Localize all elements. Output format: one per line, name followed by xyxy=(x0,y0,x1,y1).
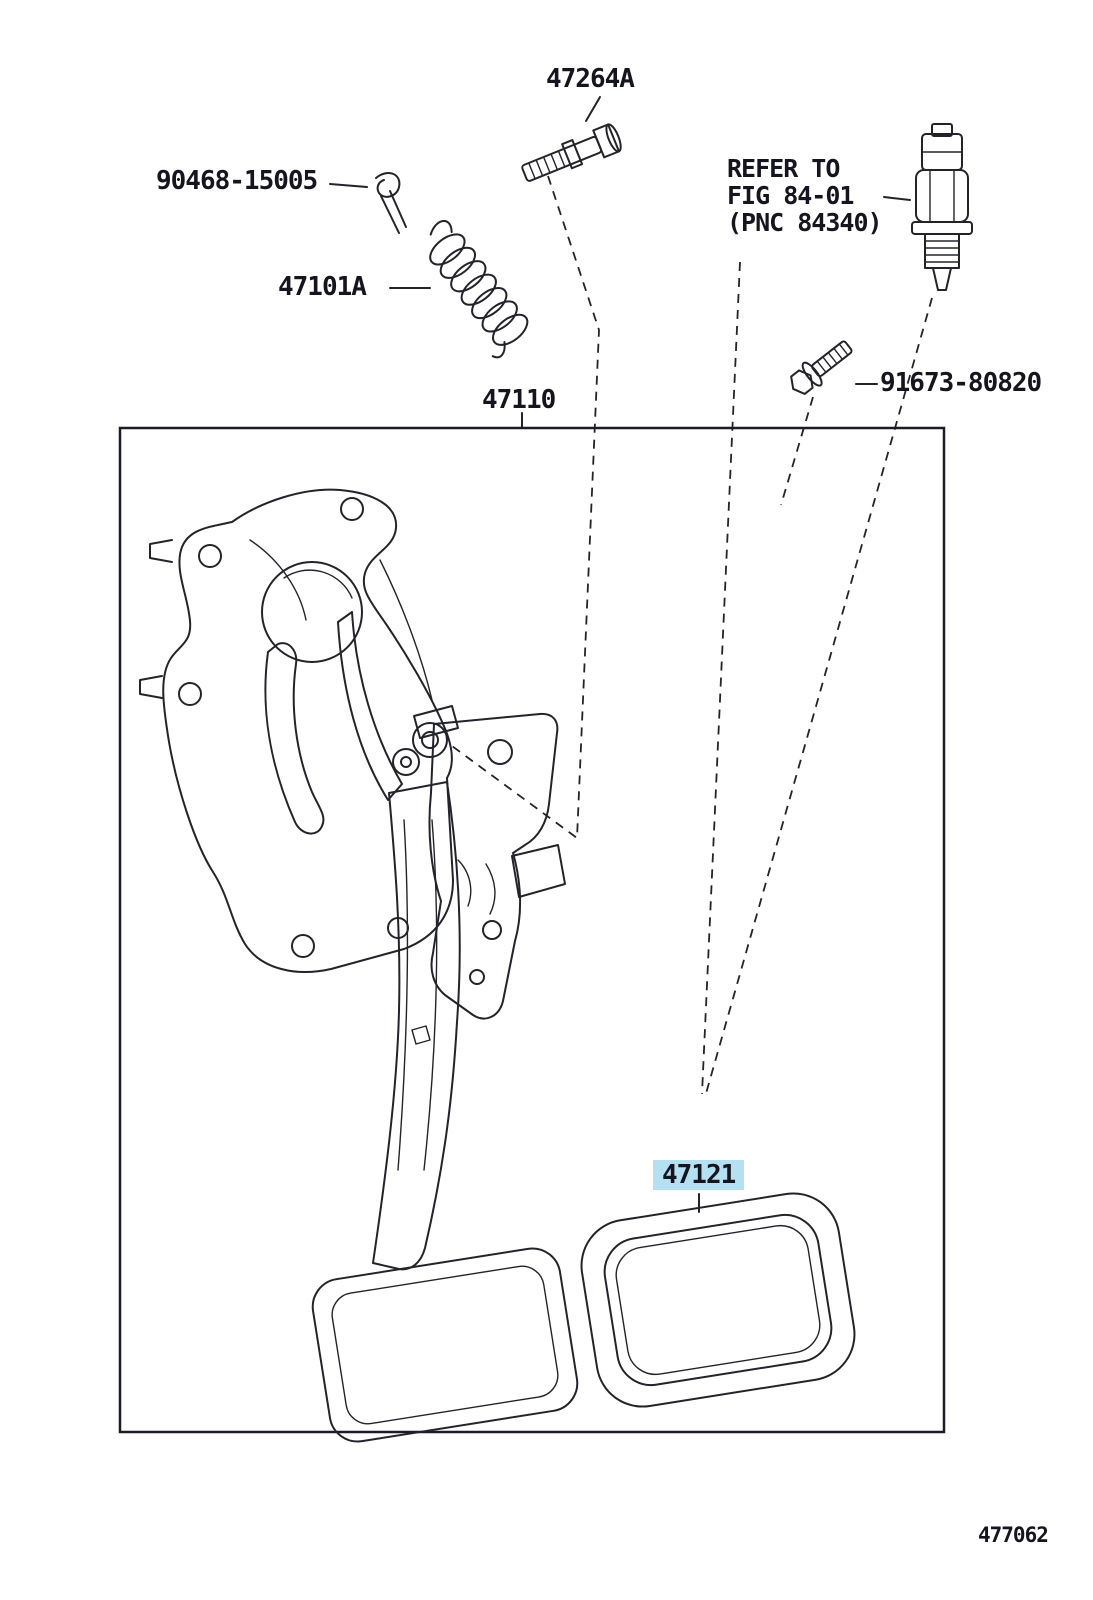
assembly-guide-lines xyxy=(451,175,933,1098)
figure-number: 477062 xyxy=(978,1523,1049,1547)
stop-lamp-switch-drawing xyxy=(911,123,973,291)
assembly-box-outline xyxy=(118,426,946,1434)
inner-bracket-drawing xyxy=(428,712,566,1020)
part-label-91673-80820[interactable]: 91673-80820 xyxy=(880,368,1042,398)
spring-47101a-drawing xyxy=(429,220,529,359)
part-label-90468-15005[interactable]: 90468-15005 xyxy=(156,166,318,196)
reference-note-line3: (PNC 84340) xyxy=(727,208,883,237)
pedal-pad-47121-drawing xyxy=(580,1192,856,1408)
reference-note: REFER TO FIG 84-01 (PNC 84340) xyxy=(727,154,883,237)
bolt-47264a-drawing xyxy=(521,123,622,182)
leader-lines xyxy=(329,96,911,1213)
pedal-arm-drawing xyxy=(372,781,461,1271)
pedal-bracket-drawing xyxy=(139,488,459,973)
part-label-47121-highlighted[interactable]: 47121 xyxy=(653,1160,745,1190)
clip-90468-drawing xyxy=(375,172,407,234)
bolt-91673-drawing xyxy=(790,340,853,395)
part-label-47101a[interactable]: 47101A xyxy=(278,272,367,302)
reference-note-line1: REFER TO xyxy=(727,154,840,183)
part-label-47110[interactable]: 47110 xyxy=(482,385,556,415)
part-label-47264a[interactable]: 47264A xyxy=(546,64,635,94)
pedal-pad-left-drawing xyxy=(311,1247,579,1443)
reference-note-line2: FIG 84-01 xyxy=(727,181,854,210)
